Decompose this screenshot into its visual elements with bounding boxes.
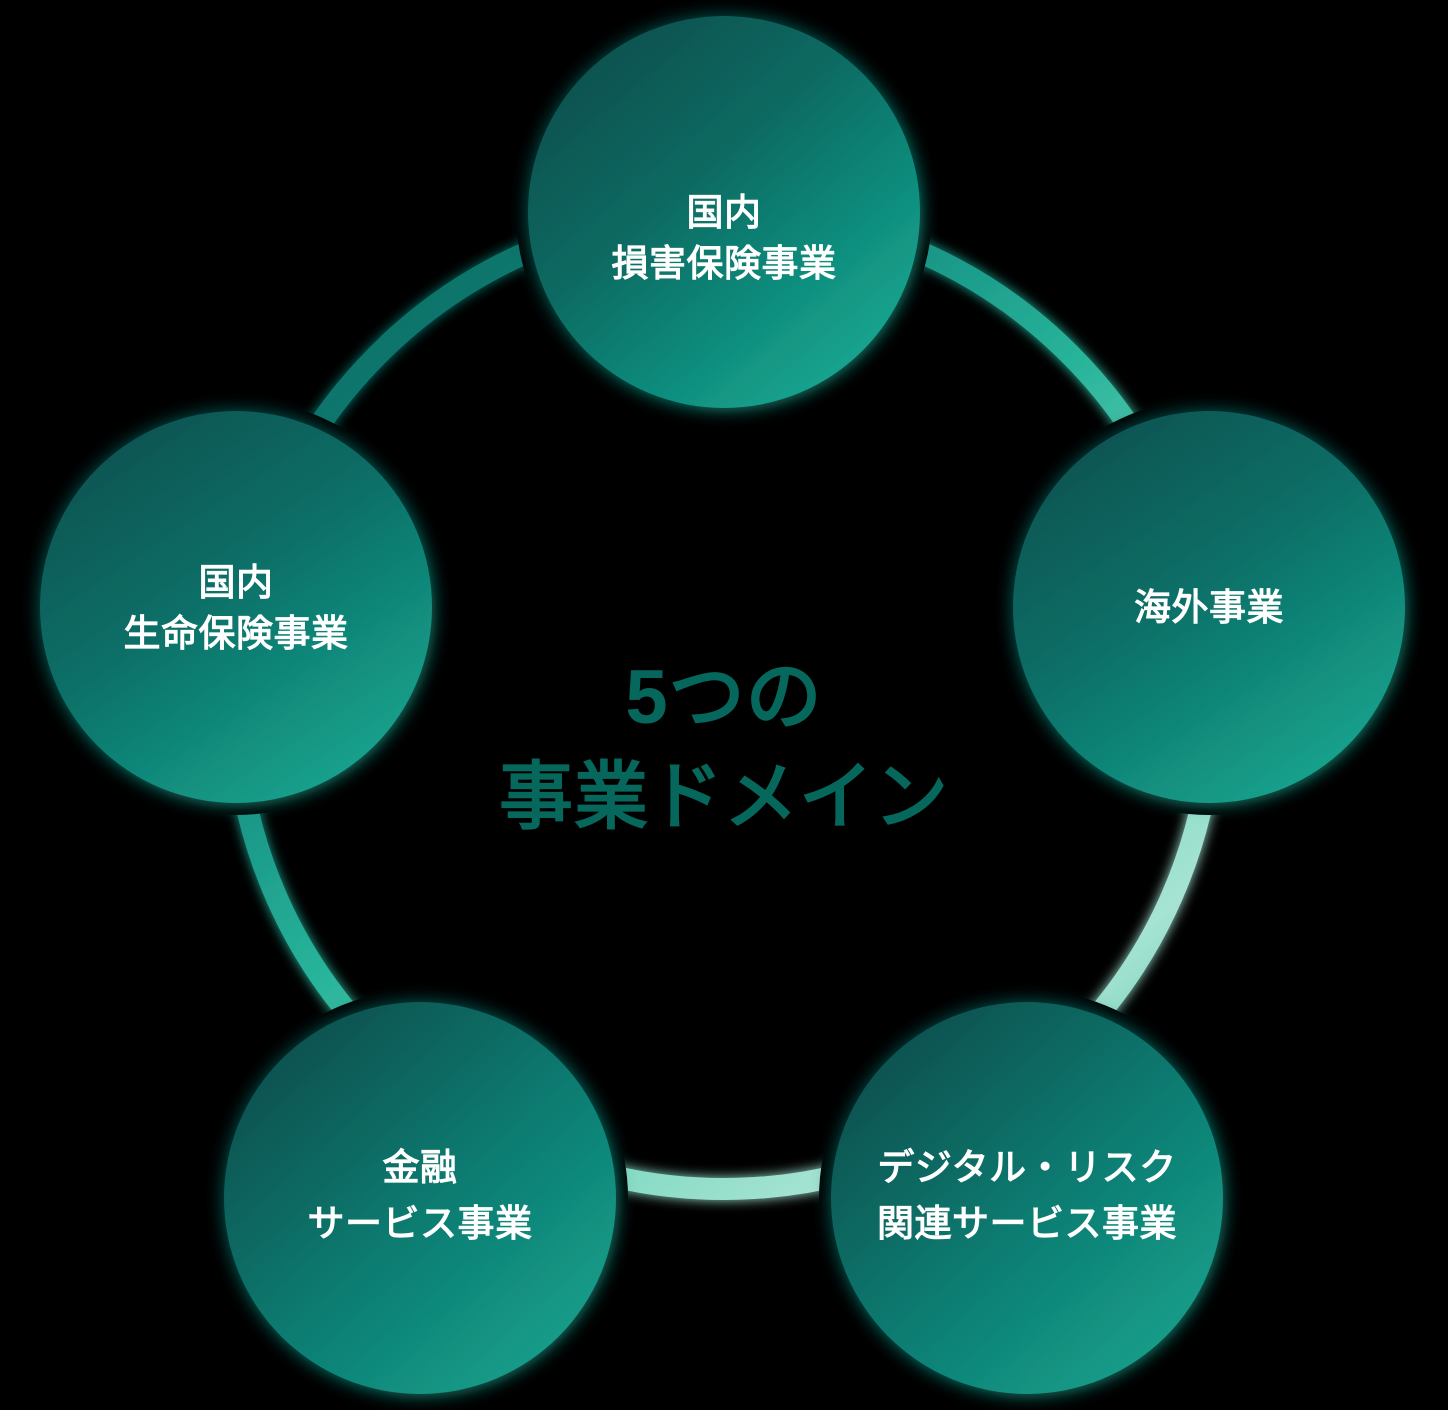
node-disc (40, 411, 432, 803)
node-label-line1: 海外事業 (1134, 587, 1284, 628)
node-label-line2: 生命保険事業 (124, 612, 349, 654)
node-label-line1: デジタル・リスク (877, 1146, 1176, 1188)
center-caption-line2: 事業ドメイン (499, 755, 949, 838)
node-financial-services[interactable]: 金融 サービス事業 (212, 990, 628, 1406)
node-label-line2: 関連サービス事業 (877, 1203, 1177, 1244)
center-caption-line1: 5つの (625, 655, 822, 740)
node-disc (831, 1002, 1223, 1394)
node-digital-risk-related-services[interactable]: デジタル・リスク 関連サービス事業 (819, 990, 1235, 1406)
node-label-line1: 国内 (687, 192, 762, 233)
node-label-line2: 損害保険事業 (612, 243, 837, 284)
center-caption: 5つの 事業ドメイン (499, 655, 949, 838)
node-disc (224, 1002, 616, 1394)
node-label-line1: 国内 (199, 562, 274, 603)
node-domestic-pandc-insurance[interactable]: 国内 損害保険事業 (516, 4, 932, 420)
node-label-line2: サービス事業 (308, 1203, 533, 1244)
node-disc (528, 16, 920, 408)
node-domestic-life-insurance[interactable]: 国内 生命保険事業 (28, 399, 444, 815)
node-disc (1013, 411, 1405, 803)
node-label-line1: 金融 (383, 1146, 458, 1188)
node-overseas-business[interactable]: 海外事業 (1001, 399, 1417, 815)
